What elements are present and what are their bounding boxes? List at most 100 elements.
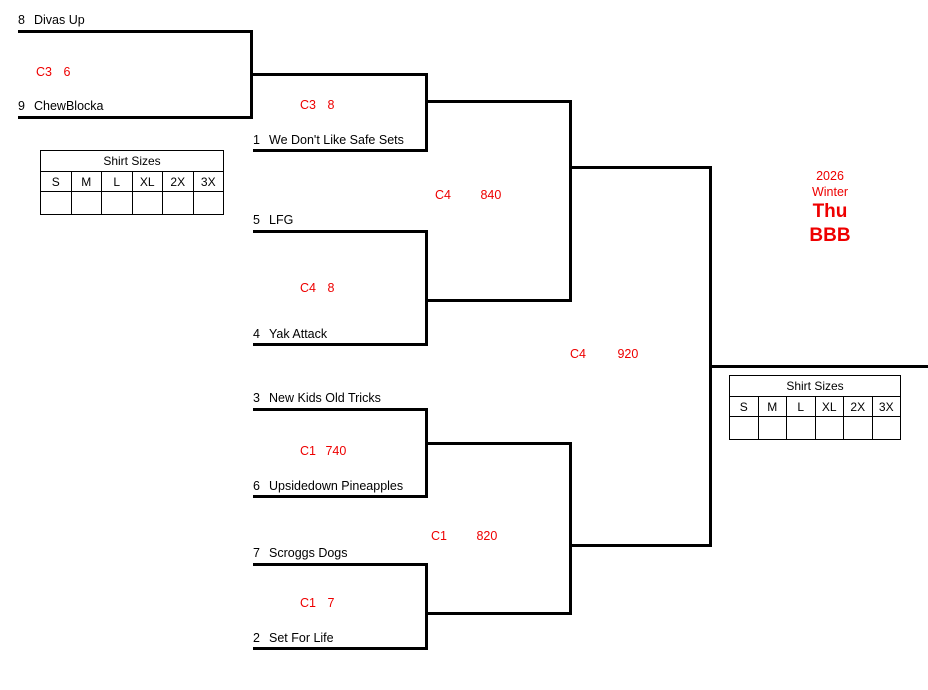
round2-matchA-top-line bbox=[253, 73, 428, 76]
round2-matchC-connector-line bbox=[425, 408, 428, 498]
round1-match1-bottom-name: ChewBlocka bbox=[34, 99, 104, 113]
shirt-count-xl[interactable] bbox=[814, 416, 844, 440]
shirt-size-l: L bbox=[101, 171, 133, 192]
round2-matchA-score: C3 8 bbox=[300, 98, 334, 112]
shirt-sizes-table-right: Shirt Sizes S M L XL 2X 3X bbox=[729, 375, 901, 440]
round2-matchB-top-seed: 5 bbox=[253, 213, 260, 227]
final-connector-line bbox=[709, 166, 712, 547]
round2-matchB-bottom-team: 4 Yak Attack bbox=[253, 327, 327, 341]
shirt-sizes-header-row: S M L XL 2X 3X bbox=[729, 396, 901, 417]
round2-matchA-opponent-name: We Don't Like Safe Sets bbox=[269, 133, 404, 147]
shirt-size-3x: 3X bbox=[871, 396, 901, 417]
round2-matchB-bottom-seed: 4 bbox=[253, 327, 260, 341]
round2-matchC-bottom-line bbox=[253, 495, 428, 498]
round2-matchD-bottom-name: Set For Life bbox=[269, 631, 334, 645]
shirt-count-3x[interactable] bbox=[192, 191, 224, 215]
shirt-size-2x: 2X bbox=[162, 171, 194, 192]
round2-matchD-bottom-line bbox=[253, 647, 428, 650]
shirt-count-2x[interactable] bbox=[843, 416, 873, 440]
shirt-count-s[interactable] bbox=[40, 191, 72, 215]
round2-matchD-bottom-seed: 2 bbox=[253, 631, 260, 645]
shirt-sizes-title-row: Shirt Sizes bbox=[40, 150, 224, 172]
round2-matchC-bottom-seed: 6 bbox=[253, 479, 260, 493]
round2-matchD-top-line bbox=[253, 563, 428, 566]
shirt-size-s: S bbox=[40, 171, 72, 192]
shirt-size-s: S bbox=[729, 396, 759, 417]
round1-match1-top-team: 8 Divas Up bbox=[18, 13, 85, 27]
shirt-sizes-value-row bbox=[40, 191, 224, 215]
round1-match1-bottom-team: 9 ChewBlocka bbox=[18, 99, 103, 113]
semifinal2-connector-line bbox=[569, 442, 572, 615]
round2-matchD-bottom-team: 2 Set For Life bbox=[253, 631, 334, 645]
round2-matchD-top-seed: 7 bbox=[253, 546, 260, 560]
round2-matchA-bottom-line bbox=[253, 149, 428, 152]
round2-matchC-bottom-name: Upsidedown Pineapples bbox=[269, 479, 404, 493]
event-year: 2026 bbox=[816, 169, 844, 183]
round2-matchB-bottom-name: Yak Attack bbox=[269, 327, 328, 341]
round1-match1-top-name: Divas Up bbox=[34, 13, 85, 27]
final-score: C4 920 bbox=[570, 347, 638, 361]
event-day: Thu bbox=[812, 201, 848, 222]
round2-matchA-connector-line bbox=[425, 73, 428, 152]
round1-match1-connector-line bbox=[250, 30, 253, 119]
shirt-count-3x[interactable] bbox=[871, 416, 901, 440]
round1-match1-time: 6 bbox=[63, 65, 71, 79]
round2-matchA-court: C3 bbox=[300, 98, 316, 112]
shirt-size-xl: XL bbox=[131, 171, 163, 192]
round1-match1-top-line bbox=[18, 30, 253, 33]
semifinal1-top-line bbox=[428, 100, 572, 103]
final-bottom-line bbox=[572, 544, 712, 547]
shirt-count-m[interactable] bbox=[757, 416, 787, 440]
shirt-size-m: M bbox=[70, 171, 102, 192]
shirt-size-xl: XL bbox=[814, 396, 844, 417]
round2-matchB-score: C4 8 bbox=[300, 281, 334, 295]
final-top-line bbox=[572, 166, 712, 169]
semifinal1-bottom-line bbox=[428, 299, 572, 302]
round2-matchB-top-name: LFG bbox=[269, 213, 294, 227]
semifinal1-time: 840 bbox=[480, 188, 502, 202]
shirt-size-3x: 3X bbox=[192, 171, 224, 192]
final-time: 920 bbox=[617, 347, 639, 361]
event-title-block: 2026 Winter Thu BBB bbox=[755, 168, 905, 248]
round2-matchC-top-name: New Kids Old Tricks bbox=[269, 391, 381, 405]
shirt-sizes-header-row: S M L XL 2X 3X bbox=[40, 171, 224, 192]
round2-matchA-time: 8 bbox=[327, 98, 335, 112]
round1-match1-bottom-seed: 9 bbox=[18, 99, 25, 113]
semifinal2-court: C1 bbox=[431, 529, 447, 543]
round2-matchD-connector-line bbox=[425, 563, 428, 650]
semifinal2-score: C1 820 bbox=[431, 529, 497, 543]
round2-matchC-score: C1 740 bbox=[300, 444, 346, 458]
round2-matchB-top-team: 5 LFG bbox=[253, 213, 293, 227]
semifinal1-connector-line bbox=[569, 100, 572, 302]
round2-matchD-top-name: Scroggs Dogs bbox=[269, 546, 348, 560]
round1-match1-bottom-line bbox=[18, 116, 253, 119]
round2-matchB-connector-line bbox=[425, 230, 428, 346]
shirt-sizes-title: Shirt Sizes bbox=[40, 150, 224, 172]
shirt-count-2x[interactable] bbox=[162, 191, 194, 215]
round2-matchD-score: C1 7 bbox=[300, 596, 334, 610]
round2-matchC-top-line bbox=[253, 408, 428, 411]
shirt-size-m: M bbox=[757, 396, 787, 417]
round1-match1-top-seed: 8 bbox=[18, 13, 25, 27]
champion-line bbox=[712, 365, 928, 368]
round1-match1-court: C3 bbox=[36, 65, 52, 79]
round1-match1-score: C3 6 bbox=[36, 65, 70, 79]
round2-matchB-top-line bbox=[253, 230, 428, 233]
shirt-count-l[interactable] bbox=[101, 191, 133, 215]
shirt-sizes-table-left: Shirt Sizes S M L XL 2X 3X bbox=[40, 150, 224, 215]
round2-matchB-bottom-line bbox=[253, 343, 428, 346]
shirt-sizes-title: Shirt Sizes bbox=[729, 375, 901, 397]
final-court: C4 bbox=[570, 347, 586, 361]
shirt-count-s[interactable] bbox=[729, 416, 759, 440]
round2-matchC-court: C1 bbox=[300, 444, 316, 458]
semifinal2-bottom-line bbox=[428, 612, 572, 615]
shirt-count-l[interactable] bbox=[786, 416, 816, 440]
round2-matchB-time: 8 bbox=[327, 281, 335, 295]
shirt-sizes-title-row: Shirt Sizes bbox=[729, 375, 901, 397]
shirt-count-m[interactable] bbox=[70, 191, 102, 215]
event-season: Winter bbox=[811, 185, 849, 199]
shirt-count-xl[interactable] bbox=[131, 191, 163, 215]
